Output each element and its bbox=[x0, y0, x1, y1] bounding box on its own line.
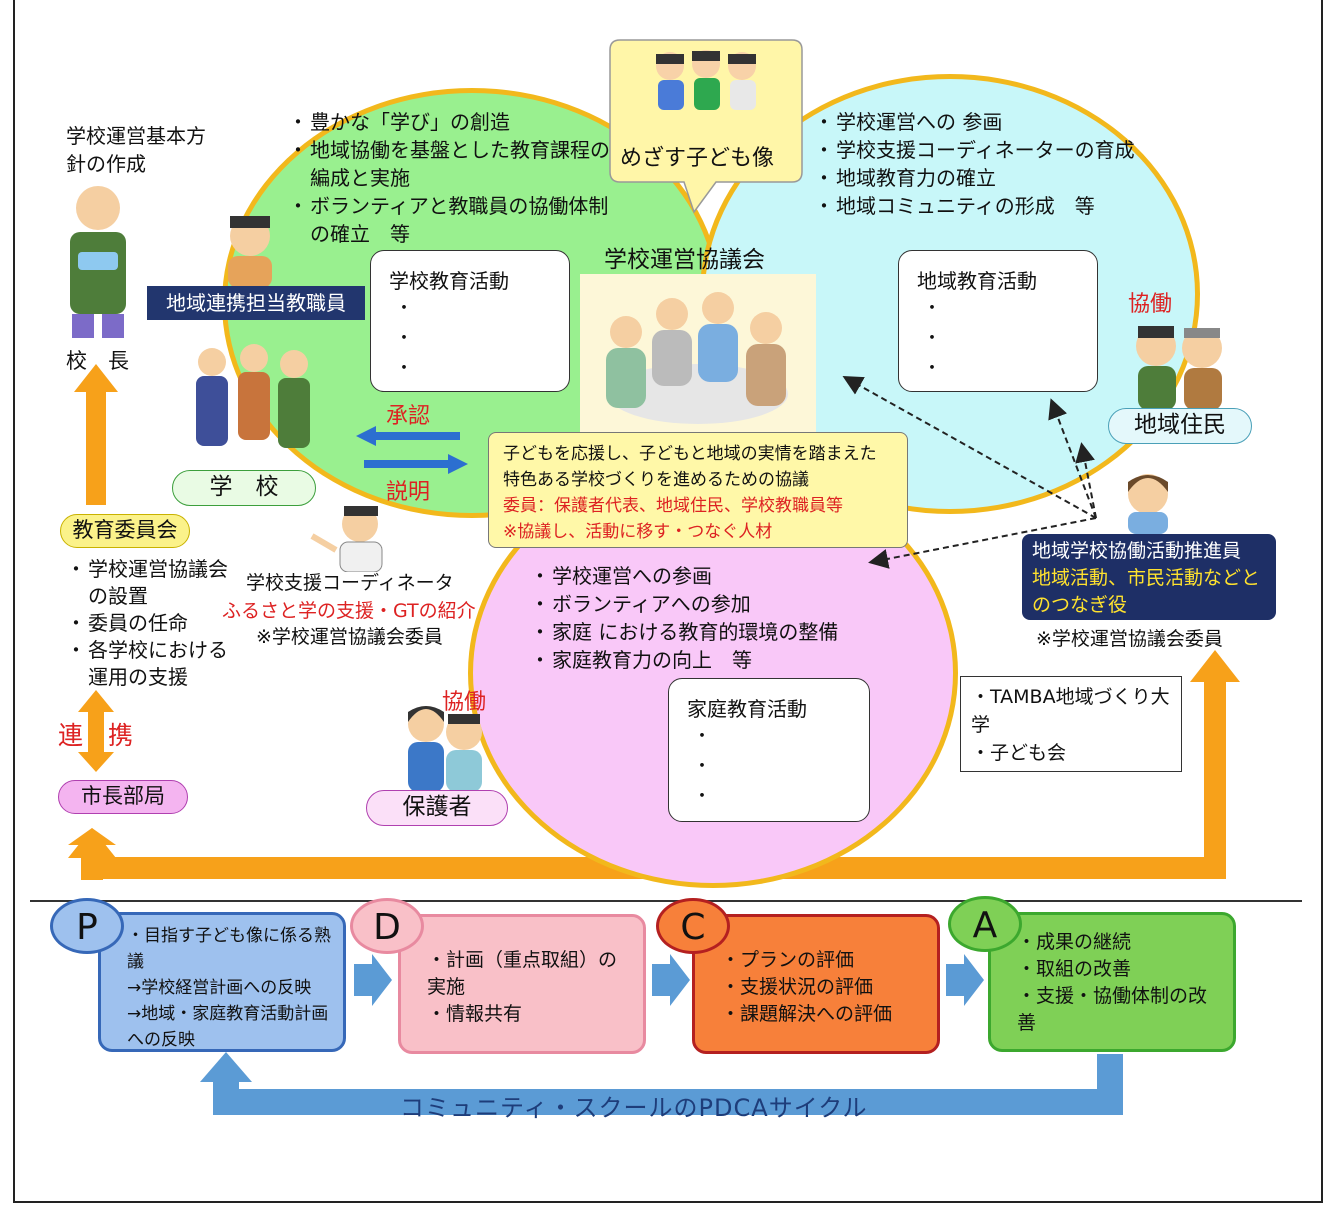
board-item: 学校運営協議会の設置 bbox=[66, 556, 232, 610]
council-desc-text: 子どもを応援し、子どもと地域の実情を踏まえた特色ある学校づくりを進めるための協議 bbox=[503, 444, 877, 490]
school-label: 学 校 bbox=[172, 470, 316, 506]
principal-label: 校 長 bbox=[66, 349, 129, 373]
council-title: 学校運営協議会 bbox=[604, 247, 765, 273]
community-activity-title: 地域教育活動 bbox=[917, 269, 1037, 293]
council-description-box: 子どもを応援し、子どもと地域の実情を踏まえた特色ある学校づくりを進めるための協議… bbox=[488, 432, 908, 548]
principal-task: 学校運営基本方針の作成 bbox=[66, 124, 206, 176]
home-activity-box: 家庭教育活動 ・・・ bbox=[668, 678, 870, 822]
pdca-a-line: ・支援・協働体制の改善 bbox=[1017, 985, 1208, 1034]
org-item: ・TAMBA地域づくり大学 bbox=[971, 686, 1170, 736]
community-bullet: 地域教育力の確立 bbox=[814, 164, 1180, 192]
promoter-box: 地域学校協働活動推進員 地域活動、市民活動などとのつなぎ役 bbox=[1022, 534, 1276, 620]
board-label: 教育委員会 bbox=[60, 514, 190, 548]
diagram-frame bbox=[13, 0, 1323, 1203]
approval-label: 承認 bbox=[386, 404, 431, 429]
council-meeting-image bbox=[580, 274, 816, 438]
pdca-a-box: ・成果の継続 ・取組の改善 ・支援・協働体制の改善 bbox=[988, 912, 1236, 1052]
pdca-p-line: ・目指す子ども像に係る熟議 bbox=[127, 926, 331, 972]
explain-label: 説明 bbox=[386, 480, 431, 505]
council-members: 委員：保護者代表、地域住民、学校教職員等 bbox=[503, 496, 843, 516]
home-bullet: 学校運営への参画 bbox=[530, 562, 896, 590]
pdca-d-line: ・情報共有 bbox=[427, 1003, 523, 1025]
parents-label: 保護者 bbox=[366, 790, 508, 826]
school-staff-icon bbox=[196, 344, 310, 448]
coordinator-note: ※学校運営協議会委員 bbox=[256, 626, 443, 648]
staff-icon bbox=[228, 216, 272, 288]
children-icon bbox=[656, 50, 756, 110]
community-bullets: 学校運営への 参画 学校支援コーディネーターの育成 地域教育力の確立 地域コミュ… bbox=[814, 108, 1180, 220]
goal-label: めざす子ども像 bbox=[620, 146, 775, 171]
promoter-title: 地域学校協働活動推進員 bbox=[1032, 540, 1242, 562]
pdca-c-line: ・支援状況の評価 bbox=[721, 976, 874, 998]
parents-icon bbox=[408, 706, 482, 792]
coordinator-icon bbox=[310, 506, 383, 572]
pdca-c-letter: C bbox=[656, 898, 730, 954]
pdca-p-letter: P bbox=[50, 898, 124, 954]
liaison-staff-label: 地域連携担当教職員 bbox=[147, 286, 365, 320]
pdca-p-line: →地域・家庭教育活動計画への反映 bbox=[127, 1004, 329, 1050]
home-activity-title: 家庭教育活動 bbox=[687, 697, 807, 721]
home-bullet: 家庭 における教育的環境の整備 bbox=[530, 618, 896, 646]
community-bullet: 学校運営への 参画 bbox=[814, 108, 1180, 136]
home-bullets: 学校運営への参画 ボランティアへの参加 家庭 における教育的環境の整備 家庭教育… bbox=[530, 562, 896, 674]
coordinator-role: ふるさと学の支援・GTの紹介 bbox=[222, 600, 476, 622]
community-bullet: 学校支援コーディネーターの育成 bbox=[814, 136, 1180, 164]
pdca-c-line: ・課題解決への評価 bbox=[721, 1003, 893, 1025]
pdca-p-box: ・目指す子ども像に係る熟議 →学校経営計画への反映 →地域・家庭教育活動計画への… bbox=[98, 912, 346, 1052]
community-bullet: 地域コミュニティの形成 等 bbox=[814, 192, 1180, 220]
pdca-cycle-label: コミュニティ・スクールのPDCAサイクル bbox=[400, 1094, 868, 1122]
mayor-label: 市長部局 bbox=[58, 780, 188, 814]
residents-icon bbox=[1136, 326, 1222, 410]
org-item-text: TAMBA地域づくり大学 bbox=[971, 686, 1170, 736]
home-bullet: 家庭教育力の向上 等 bbox=[530, 646, 896, 674]
home-bullet: ボランティアへの参加 bbox=[530, 590, 896, 618]
school-activity-title: 学校教育活動 bbox=[389, 269, 509, 293]
divider-line bbox=[30, 900, 1302, 902]
community-activity-box: 地域教育活動 ・・・ bbox=[898, 250, 1098, 392]
promoter-icon bbox=[1128, 474, 1168, 534]
orgs-box: ・TAMBA地域づくり大学 ・子ども会 bbox=[960, 676, 1182, 772]
pdca-c-line: ・プランの評価 bbox=[721, 949, 855, 971]
pdca-a-letter: A bbox=[948, 896, 1022, 952]
org-item: ・子ども会 bbox=[971, 742, 1067, 764]
school-bullet: 豊かな「学び」の創造 bbox=[288, 108, 624, 136]
school-activity-box: 学校教育活動 ・・・ bbox=[370, 250, 570, 392]
bullet-dots: ・・・ bbox=[693, 726, 711, 807]
principal-icon bbox=[70, 186, 126, 338]
pdca-d-line: ・計画（重点取組）の実施 bbox=[427, 949, 618, 998]
school-bullet: ボランティアと教職員の協働体制の確立 等 bbox=[288, 192, 624, 248]
orange-arrow-path bbox=[68, 364, 1240, 880]
dashed-connector-arrows bbox=[842, 376, 1097, 569]
bullet-dots: ・・・ bbox=[923, 298, 941, 379]
pdca-a-line: ・成果の継続 bbox=[1017, 931, 1132, 953]
school-bullet: 地域協働を基盤とした教育課程の編成と実施 bbox=[288, 136, 624, 192]
promoter-note: ※学校運営協議会委員 bbox=[1036, 628, 1223, 650]
coordinator-title: 学校支援コーディネータ bbox=[246, 572, 454, 594]
residents-label: 地域住民 bbox=[1108, 408, 1252, 444]
community-kyodo-label: 協働 bbox=[1128, 292, 1173, 317]
home-kyodo-label: 協働 bbox=[442, 690, 487, 715]
board-item: 委員の任命 bbox=[66, 610, 232, 637]
pdca-d-box: ・計画（重点取組）の実施 ・情報共有 bbox=[398, 914, 646, 1054]
school-bullets: 豊かな「学び」の創造 地域協働を基盤とした教育課程の編成と実施 ボランティアと教… bbox=[288, 108, 624, 248]
org-item-text: 子ども会 bbox=[990, 742, 1067, 764]
renkei-label: 連 携 bbox=[58, 721, 134, 750]
promoter-role: 地域活動、市民活動などとのつなぎ役 bbox=[1032, 567, 1261, 616]
pdca-a-line: ・取組の改善 bbox=[1017, 958, 1132, 980]
two-way-arrows bbox=[356, 426, 468, 474]
bullet-dots: ・・・ bbox=[395, 298, 413, 379]
council-note: ※協議し、活動に移す・つなぐ人材 bbox=[503, 522, 773, 542]
board-items: 学校運営協議会の設置 委員の任命 各学校における運用の支援 bbox=[66, 556, 232, 691]
pdca-p-line: →学校経営計画への反映 bbox=[127, 978, 312, 998]
pdca-d-letter: D bbox=[350, 898, 424, 954]
board-item: 各学校における運用の支援 bbox=[66, 637, 232, 691]
pdca-c-box: ・プランの評価 ・支援状況の評価 ・課題解決への評価 bbox=[692, 914, 940, 1054]
